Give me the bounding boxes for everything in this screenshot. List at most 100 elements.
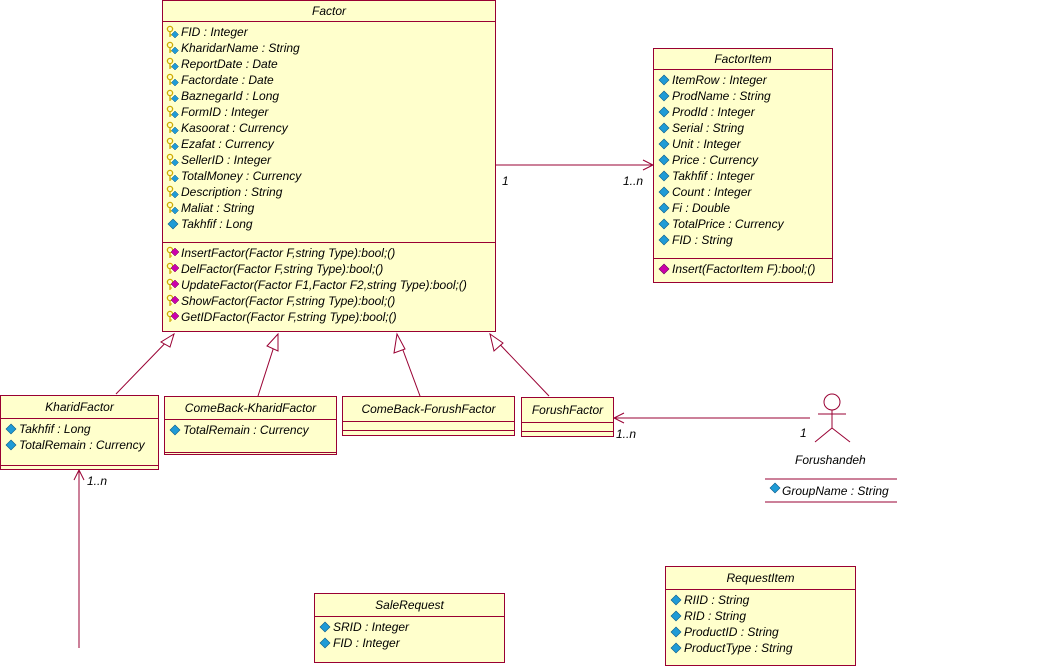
- member-row[interactable]: RIID : String: [666, 592, 855, 608]
- member-text: ProdId : Integer: [672, 105, 755, 119]
- member-row[interactable]: SRID : Integer: [315, 619, 504, 635]
- key-attribute-icon: [166, 105, 180, 119]
- class-forushfactor-operations: [522, 432, 613, 438]
- class-forushfactor-attributes: [522, 423, 613, 432]
- key-attribute-icon: [166, 121, 180, 135]
- public-attribute-icon: [657, 89, 671, 103]
- public-operation-icon: [657, 262, 671, 276]
- member-row[interactable]: RID : String: [666, 608, 855, 624]
- member-row[interactable]: Insert(FactorItem F):bool;(): [654, 261, 832, 277]
- member-row[interactable]: TotalMoney : Currency: [163, 168, 495, 184]
- member-row[interactable]: SellerID : Integer: [163, 152, 495, 168]
- member-row[interactable]: DelFactor(Factor F,string Type):bool;(): [163, 261, 495, 277]
- member-row[interactable]: ProductID : String: [666, 624, 855, 640]
- member-row[interactable]: Description : String: [163, 184, 495, 200]
- member-row[interactable]: FID : Integer: [163, 24, 495, 40]
- member-row[interactable]: ItemRow : Integer: [654, 72, 832, 88]
- member-text: FID : Integer: [181, 25, 248, 39]
- class-requestitem-name: RequestItem: [666, 567, 855, 590]
- class-comeback-forushfactor[interactable]: ComeBack-ForushFactor: [342, 396, 515, 436]
- public-attribute-icon: [657, 217, 671, 231]
- public-attribute-icon: [166, 217, 180, 231]
- member-row[interactable]: Kasoorat : Currency: [163, 120, 495, 136]
- key-attribute-icon: [166, 25, 180, 39]
- class-comeback-kharidfactor[interactable]: ComeBack-KharidFactor TotalRemain : Curr…: [164, 396, 337, 455]
- key-attribute-icon: [166, 41, 180, 55]
- member-row[interactable]: ShowFactor(Factor F,string Type):bool;(): [163, 293, 495, 309]
- member-text: Kasoorat : Currency: [181, 121, 288, 135]
- member-row[interactable]: GetIDFactor(Factor F,string Type):bool;(…: [163, 309, 495, 325]
- association-arrowhead-kharidfactor: [73, 468, 85, 481]
- member-text: Price : Currency: [672, 153, 759, 167]
- class-kharidfactor-operations: [1, 466, 158, 472]
- member-row[interactable]: Count : Integer: [654, 184, 832, 200]
- member-text: InsertFactor(Factor F,string Type):bool;…: [181, 246, 396, 260]
- member-row[interactable]: BaznegarId : Long: [163, 88, 495, 104]
- member-text: ShowFactor(Factor F,string Type):bool;(): [181, 294, 396, 308]
- member-row[interactable]: TotalRemain : Currency: [165, 422, 336, 438]
- public-attribute-icon: [657, 73, 671, 87]
- member-row[interactable]: FID : Integer: [315, 635, 504, 651]
- member-row[interactable]: Fi : Double: [654, 200, 832, 216]
- member-row[interactable]: Serial : String: [654, 120, 832, 136]
- class-factor-operations: InsertFactor(Factor F,string Type):bool;…: [163, 243, 495, 329]
- generalization-triangle-comeback-kharid: [266, 332, 279, 352]
- member-row[interactable]: Ezafat : Currency: [163, 136, 495, 152]
- public-attribute-icon: [318, 620, 332, 634]
- member-row[interactable]: KharidarName : String: [163, 40, 495, 56]
- member-row[interactable]: UpdateFactor(Factor F1,Factor F2,string …: [163, 277, 495, 293]
- member-text: ProductType : String: [684, 641, 793, 655]
- class-kharidfactor-name: KharidFactor: [1, 396, 158, 419]
- public-attribute-icon: [669, 641, 683, 655]
- member-row[interactable]: InsertFactor(Factor F,string Type):bool;…: [163, 245, 495, 261]
- member-row[interactable]: Takhfif : Long: [1, 421, 158, 437]
- diagram-canvas: [73, 159, 897, 648]
- member-row[interactable]: TotalPrice : Currency: [654, 216, 832, 232]
- key-operation-icon: [166, 278, 180, 292]
- member-row[interactable]: FID : String: [654, 232, 832, 248]
- member-row[interactable]: Factordate : Date: [163, 72, 495, 88]
- public-attribute-icon: [4, 422, 18, 436]
- member-row[interactable]: Unit : Integer: [654, 136, 832, 152]
- public-attribute-icon: [657, 153, 671, 167]
- class-comeback-forushfactor-attributes: [343, 422, 514, 431]
- member-text: Serial : String: [672, 121, 745, 135]
- class-factor-name: Factor: [163, 1, 495, 22]
- member-row[interactable]: Maliat : String: [163, 200, 495, 216]
- member-row[interactable]: FormID : Integer: [163, 104, 495, 120]
- member-text: Fi : Double: [672, 201, 731, 215]
- member-row[interactable]: TotalRemain : Currency: [1, 437, 158, 453]
- actor-figure[interactable]: [814, 393, 851, 443]
- member-row[interactable]: ProdName : String: [654, 88, 832, 104]
- member-text: FormID : Integer: [181, 105, 269, 119]
- member-row[interactable]: Takhfif : Long: [163, 216, 495, 232]
- member-text: TotalMoney : Currency: [181, 169, 302, 183]
- member-row[interactable]: ProductType : String: [666, 640, 855, 656]
- member-text: FID : String: [672, 233, 733, 247]
- class-forushfactor[interactable]: ForushFactor: [521, 397, 614, 437]
- member-text: TotalRemain : Currency: [183, 423, 309, 437]
- key-operation-icon: [166, 294, 180, 308]
- member-row[interactable]: ReportDate : Date: [163, 56, 495, 72]
- member-row[interactable]: Price : Currency: [654, 152, 832, 168]
- member-text: RIID : String: [684, 593, 750, 607]
- generalization-triangle-kharid: [160, 332, 175, 348]
- multiplicity-actor-source: 1: [800, 426, 807, 440]
- member-row[interactable]: ProdId : Integer: [654, 104, 832, 120]
- member-text: FID : Integer: [333, 636, 400, 650]
- key-attribute-icon: [166, 89, 180, 103]
- member-row[interactable]: Takhfif : Integer: [654, 168, 832, 184]
- member-text: UpdateFactor(Factor F1,Factor F2,string …: [181, 278, 467, 292]
- member-text: Takhfif : Long: [19, 422, 91, 436]
- key-attribute-icon: [166, 185, 180, 199]
- member-row[interactable]: GroupName : String: [768, 481, 889, 498]
- multiplicity-factoritem-target: 1..n: [623, 174, 644, 188]
